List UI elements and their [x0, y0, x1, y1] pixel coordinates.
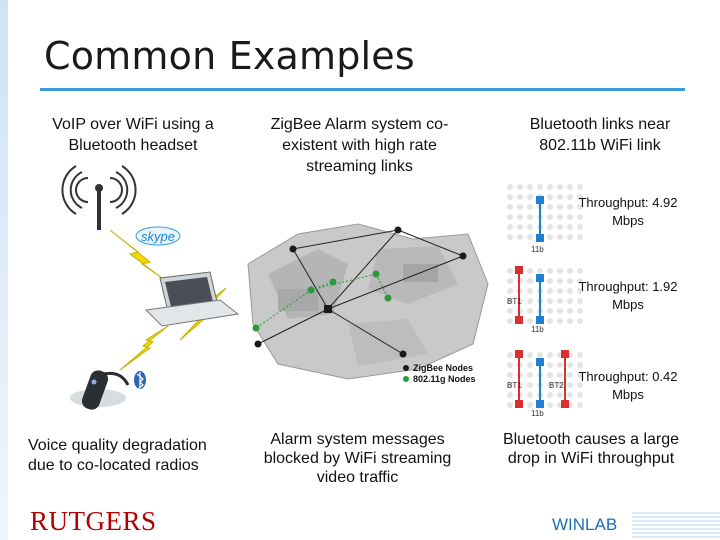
col1-footer: Voice quality degradation due to co-loca… [28, 437, 207, 474]
zigbee-nodes [252, 270, 392, 332]
throughput-2: Throughput: 1.92 Mbps [578, 279, 678, 312]
throughput-1: Throughput: 4.92 Mbps [578, 195, 678, 228]
panel-3-label-bt2: BT2 [549, 381, 564, 390]
panel-1-label-11b: 11b [531, 245, 544, 254]
panel-1: 11b [505, 182, 585, 254]
winlab-logo: WINLAB [552, 515, 618, 534]
skype-logo: skype [135, 226, 181, 246]
slide-title: Common Examples [44, 34, 415, 78]
col2-heading: ZigBee Alarm system co-existent with hig… [270, 116, 449, 175]
wifi-nodes [254, 226, 467, 358]
bt-interference-panels: 11b BT1 11b BT1 BT2 11b [505, 182, 585, 418]
throughput-3: Throughput: 0.42 Mbps [578, 369, 678, 402]
wifi-links [257, 229, 464, 355]
col2-footer: Alarm system messages blocked by WiFi st… [263, 431, 452, 486]
floorplan-background [247, 223, 489, 380]
zigbee-floorplan: ZigBee Nodes 802.11g Nodes [247, 223, 489, 384]
panel-3-label-bt1: BT1 [507, 381, 522, 390]
panel-2-label-bt1: BT1 [507, 297, 522, 306]
panel-3: BT1 BT2 11b [505, 350, 585, 418]
laptop-icon [144, 271, 240, 327]
floorplan-legend: ZigBee Nodes 802.11g Nodes [403, 363, 476, 384]
panel-2: BT1 11b [505, 266, 585, 334]
bluetooth-icon [134, 371, 146, 391]
voip-illustration: skype [61, 165, 240, 410]
col3-footer: Bluetooth causes a large drop in WiFi th… [502, 431, 680, 467]
title-underline [40, 88, 685, 91]
skype-logo-text: skype [141, 229, 175, 244]
col1-heading: VoIP over WiFi using a Bluetooth headset [52, 116, 214, 154]
winlab-logo-bars [632, 512, 720, 540]
antenna-icon [61, 165, 137, 230]
lightning-icon [119, 325, 169, 371]
panel-3-label-11b: 11b [531, 409, 544, 418]
legend-zigbee: ZigBee Nodes [413, 363, 473, 373]
rutgers-logo: RUTGERS [30, 506, 157, 536]
legend-wifi: 802.11g Nodes [413, 374, 476, 384]
left-accent-bar [0, 0, 8, 540]
col3-heading: Bluetooth links near 802.11b WiFi link [529, 116, 671, 154]
headset-icon [70, 370, 130, 410]
zigbee-links [255, 273, 389, 329]
panel-2-label-11b: 11b [531, 325, 544, 334]
